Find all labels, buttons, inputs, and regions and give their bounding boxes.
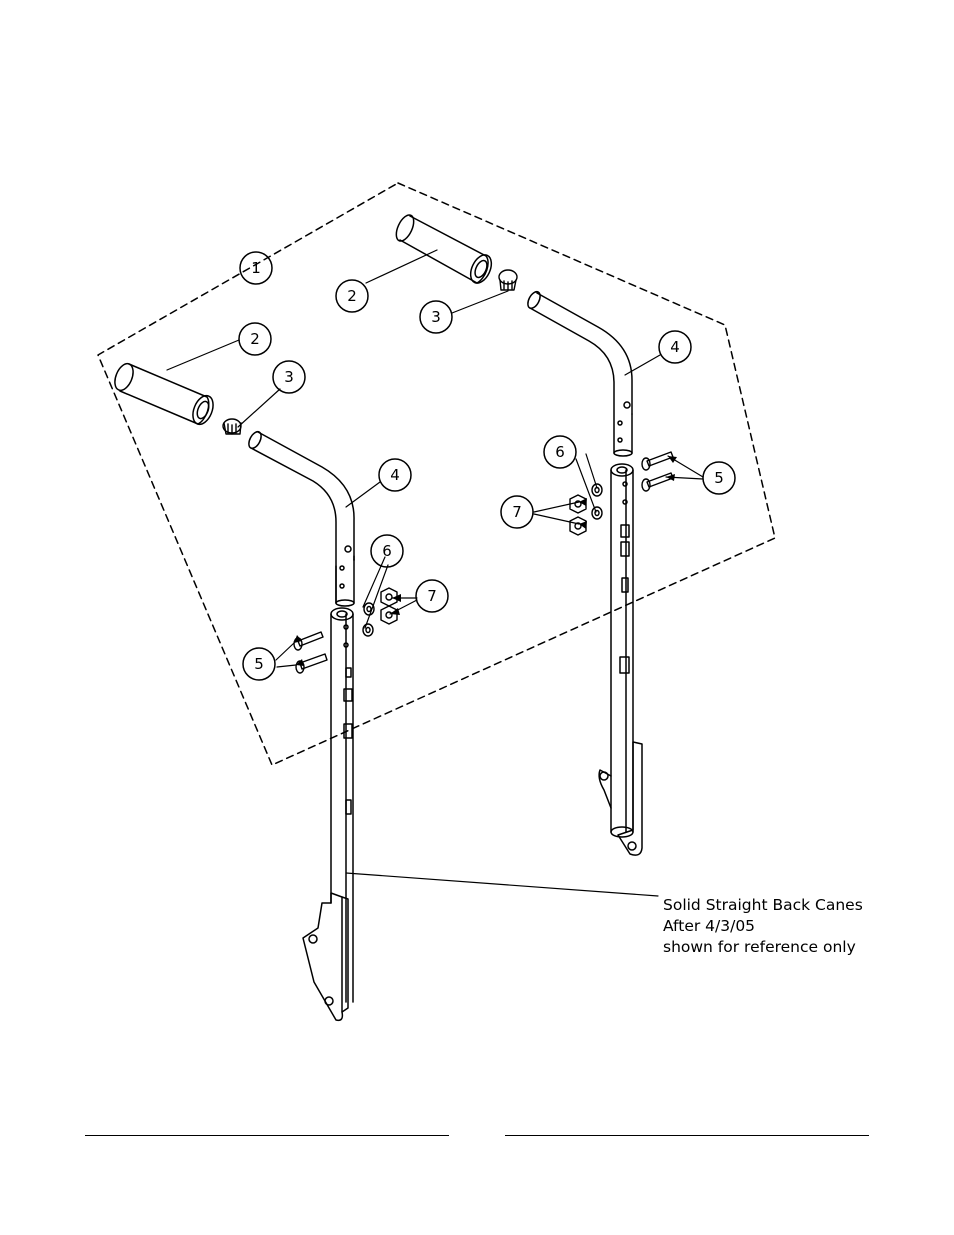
left-nuts xyxy=(380,587,398,625)
right-upper-cane xyxy=(527,290,633,457)
left-upper-cane xyxy=(248,430,355,607)
callout-label-3-left: 3 xyxy=(284,368,294,386)
callout-label-7-right: 7 xyxy=(512,503,522,521)
right-grip xyxy=(395,214,493,284)
right-nuts xyxy=(569,494,587,536)
assembly-boundary xyxy=(97,182,776,766)
right-plug xyxy=(498,269,518,291)
callout-label-2-right: 2 xyxy=(347,287,357,305)
note-line-2: After 4/3/05 xyxy=(663,917,755,935)
callout-circle-6-right xyxy=(543,435,577,469)
callout-label-4-right: 4 xyxy=(670,338,680,356)
callout-label-3-right: 3 xyxy=(431,308,441,326)
callout-circle-4-left xyxy=(378,458,412,492)
callout-circle-2-left xyxy=(238,322,272,356)
note-line-1: Solid Straight Back Canes xyxy=(663,896,863,914)
callout-label-7-left: 7 xyxy=(427,587,437,605)
callout-label-2-left: 2 xyxy=(250,330,260,348)
callout-circle-1 xyxy=(239,251,273,285)
callout-circle-7-left xyxy=(415,579,449,613)
left-washers xyxy=(362,602,375,637)
leader-arrowheads xyxy=(294,456,677,666)
callout-circle-3-left xyxy=(272,360,306,394)
callout-circle-4-right xyxy=(658,330,692,364)
left-plug xyxy=(222,418,242,435)
callout-label-1: 1 xyxy=(251,259,261,277)
callout-circles xyxy=(238,251,736,681)
callout-circle-3-right xyxy=(419,300,453,334)
right-washers xyxy=(591,483,603,520)
callout-label-4-left: 4 xyxy=(390,466,400,484)
callout-label-5-left: 5 xyxy=(254,655,264,673)
callout-label-5-right: 5 xyxy=(714,469,724,487)
footer-rule-left xyxy=(85,1135,449,1136)
left-screws xyxy=(293,631,328,674)
note-line-3: shown for reference only xyxy=(663,938,856,956)
leader-lines xyxy=(166,249,704,897)
right-screws xyxy=(641,451,674,492)
left-grip xyxy=(114,362,214,426)
right-lower-cane xyxy=(598,463,643,856)
footer-rule-right xyxy=(505,1135,869,1136)
left-lower-cane xyxy=(302,607,354,1022)
callout-circle-6-left xyxy=(370,534,404,568)
callout-label-6-left: 6 xyxy=(382,542,392,560)
callout-circle-2-right xyxy=(335,279,369,313)
callout-label-6-right: 6 xyxy=(555,443,565,461)
callout-circle-7-right xyxy=(500,495,534,529)
callout-circle-5-left xyxy=(242,647,276,681)
callout-circle-5-right xyxy=(702,461,736,495)
